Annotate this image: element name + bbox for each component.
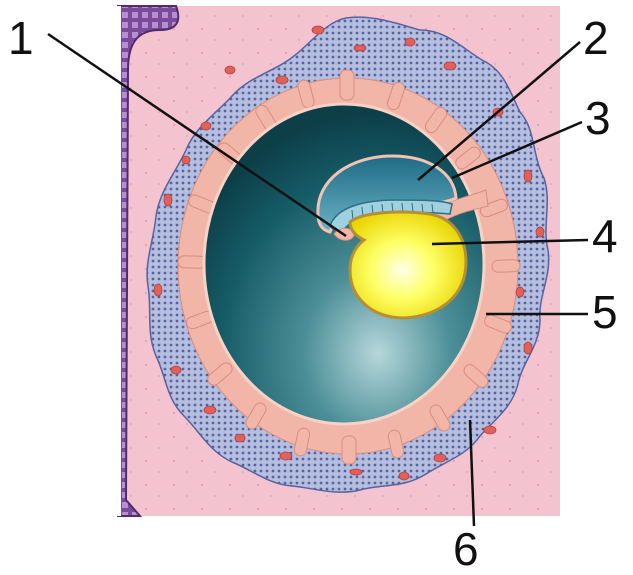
label-2: 2: [583, 15, 609, 61]
label-6: 6: [453, 526, 479, 572]
label-5: 5: [592, 289, 618, 335]
yolk-sac: [350, 212, 466, 318]
label-3: 3: [585, 95, 611, 141]
label-1: 1: [8, 15, 34, 61]
label-4: 4: [592, 213, 618, 259]
